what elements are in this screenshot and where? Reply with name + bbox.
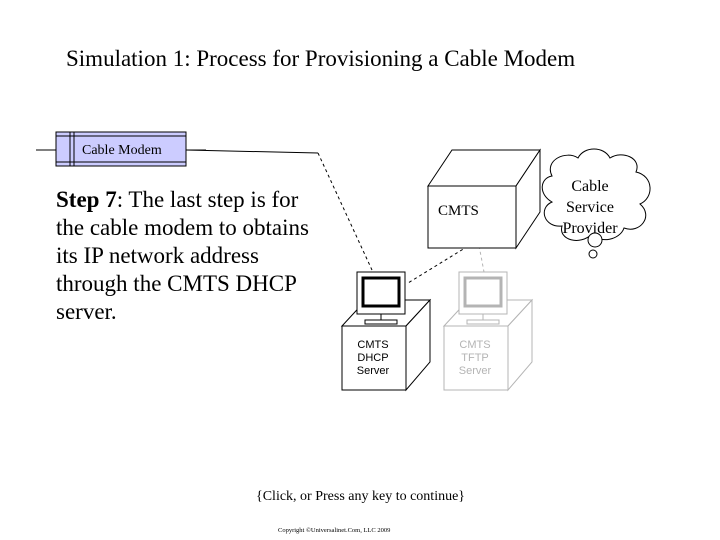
tftp-label-line: TFTP xyxy=(461,352,489,364)
cmts-box xyxy=(427,148,541,250)
dhcp-monitor-icon xyxy=(356,271,406,325)
modem-cmts-link xyxy=(185,149,319,154)
cable-modem xyxy=(55,131,187,167)
dhcp-label-line: Server xyxy=(356,365,390,377)
dhcp-label-line: DHCP xyxy=(357,352,389,364)
continue-prompt[interactable]: {Click, or Press any key to continue} xyxy=(256,489,466,504)
step-description: Step 7: The last step is for the cable m… xyxy=(56,186,316,326)
step-heading: Step 7 xyxy=(56,187,117,212)
dhcp-server xyxy=(340,271,432,392)
provider-cloud xyxy=(541,148,651,259)
provider-label-line: Service xyxy=(566,199,614,216)
step-text: : The last step is for the cable modem t… xyxy=(56,187,309,324)
page-title: Simulation 1: Process for Provisioning a… xyxy=(66,46,576,71)
dhcp-label-line: CMTS xyxy=(357,339,389,351)
provider-label: Cable Service Provider xyxy=(548,176,632,239)
cable-modem-label: Cable Modem xyxy=(82,143,162,158)
tftp-label-line: Server xyxy=(458,365,492,377)
tftp-server-label: CMTS TFTP Server xyxy=(450,339,500,378)
copyright-notice: Copyright ©Universalinet.Com, LLC 2009 xyxy=(278,527,391,534)
modem-dhcp-link xyxy=(317,152,373,271)
tftp-monitor-icon xyxy=(458,271,508,325)
provider-label-line: Cable xyxy=(571,178,609,195)
tftp-label-line: CMTS xyxy=(459,339,491,351)
dhcp-server-label: CMTS DHCP Server xyxy=(348,339,398,378)
provider-label-line: Provider xyxy=(562,220,618,237)
cmts-label: CMTS xyxy=(438,203,479,219)
tftp-server xyxy=(442,271,534,392)
